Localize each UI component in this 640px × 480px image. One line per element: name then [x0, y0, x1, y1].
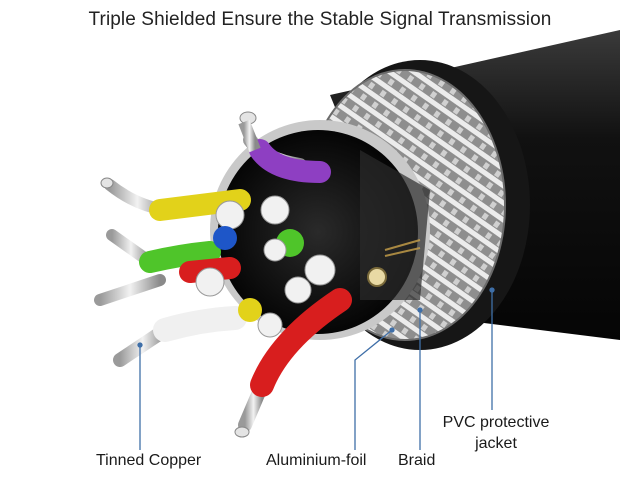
wire-yellow	[100, 177, 251, 221]
label-pvc-jacket: PVC protective jacket	[437, 412, 555, 454]
drain-wire	[367, 267, 387, 287]
wire-purple	[238, 111, 331, 183]
leader-dot-aluminium-foil	[389, 327, 395, 333]
leader-dot-pvc-jacket	[489, 287, 495, 293]
leader-lines	[137, 287, 495, 450]
label-aluminium-foil: Aluminium-foil	[266, 452, 367, 469]
leader-dot-tinned-copper	[137, 342, 143, 348]
aluminium-foil-layer	[210, 120, 430, 340]
inner-conductors	[195, 195, 336, 338]
wire-green	[106, 229, 221, 273]
wire-red-main	[234, 288, 352, 438]
label-pvc-line2: jacket	[475, 435, 517, 452]
leader-aluminium-foil	[354, 329, 393, 450]
diagram-title: Triple Shielded Ensure the Stable Signal…	[88, 9, 552, 30]
label-braid: Braid	[398, 452, 436, 469]
leader-dot-braid	[417, 307, 423, 313]
label-pvc-line1: PVC protective	[442, 414, 550, 431]
label-tinned-copper: Tinned Copper	[96, 452, 202, 469]
